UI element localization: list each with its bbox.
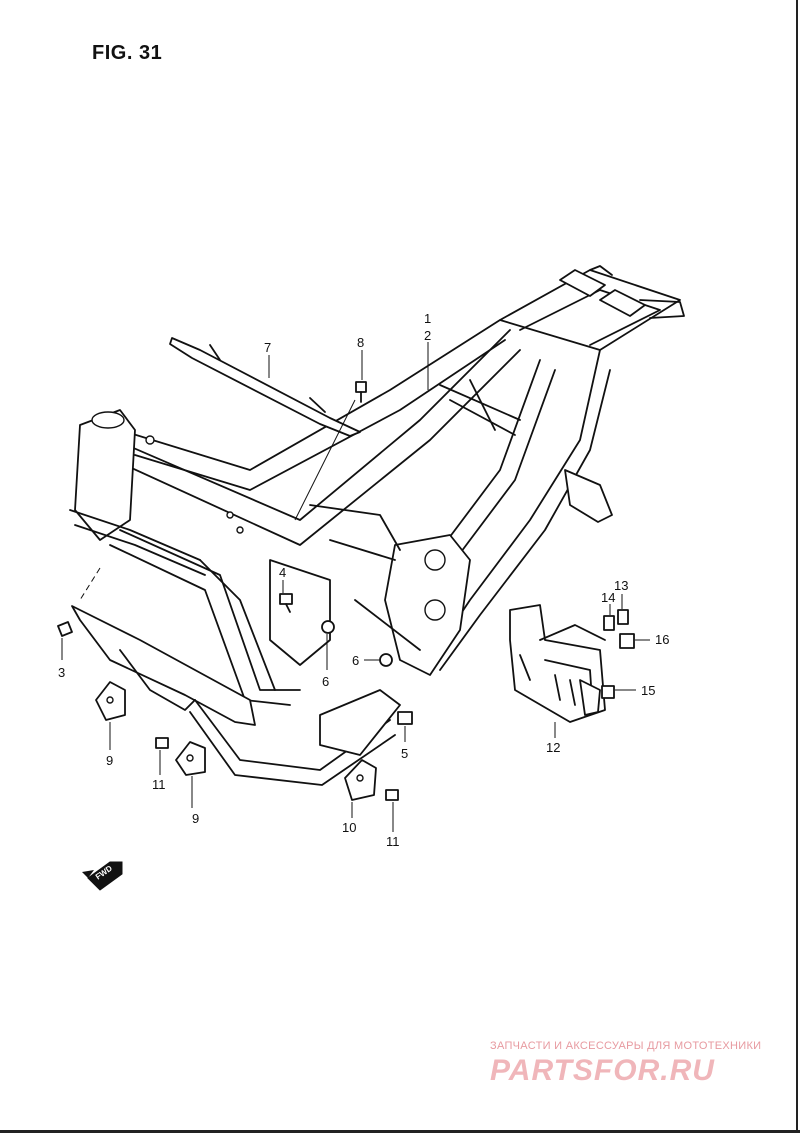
callout-2: 2 — [424, 328, 431, 343]
callout-4: 4 — [279, 565, 286, 580]
callout-11b: 11 — [386, 834, 400, 849]
callout-9b: 9 — [192, 811, 199, 826]
callout-5: 5 — [401, 746, 408, 761]
callout-16: 16 — [655, 632, 669, 647]
callout-6b: 6 — [352, 653, 359, 668]
right-border — [796, 0, 798, 1133]
part-7-stay — [169, 337, 361, 437]
callout-1: 1 — [424, 311, 431, 326]
callout-14: 14 — [601, 590, 615, 605]
part-12-battery-box — [509, 604, 606, 723]
part-3-lower-cradle — [71, 605, 401, 786]
bottom-border — [0, 1130, 800, 1133]
callout-13: 13 — [614, 578, 628, 593]
callout-8: 8 — [357, 335, 364, 350]
figure-title: FIG. 31 — [92, 42, 163, 64]
leader-lines — [61, 342, 650, 832]
main-frame — [69, 265, 685, 706]
callout-12: 12 — [546, 740, 560, 755]
callout-15: 15 — [641, 683, 655, 698]
callout-11a: 11 — [152, 777, 166, 792]
callout-7: 7 — [264, 340, 271, 355]
hardware-parts — [57, 381, 635, 801]
watermark-logo: PARTSFOR.RU — [490, 1054, 715, 1087]
callout-3: 3 — [58, 665, 65, 680]
callout-10: 10 — [342, 820, 356, 835]
callout-labels: 1 2 3 4 5 6 6 7 8 9 9 10 11 11 12 13 14 … — [58, 311, 669, 849]
fwd-arrow-icon: FWD — [82, 861, 123, 891]
callout-6a: 6 — [322, 674, 329, 689]
watermark-caption: ЗАПЧАСТИ И АКСЕССУАРЫ ДЛЯ МОТОТЕХНИКИ — [490, 1040, 762, 1052]
callout-9a: 9 — [106, 753, 113, 768]
